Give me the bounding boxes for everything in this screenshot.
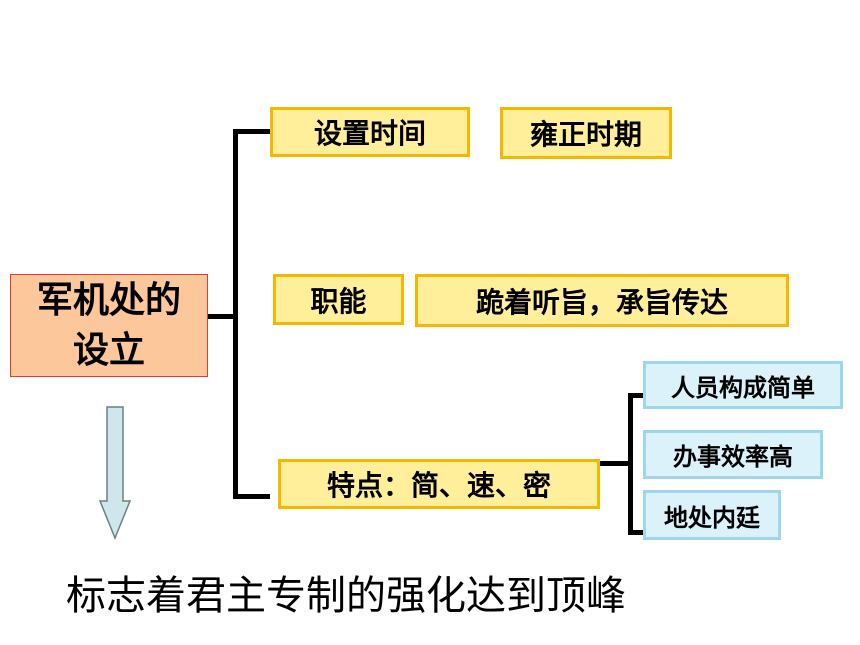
- features-connector: [600, 461, 630, 466]
- conclusion-text: 标志着君主专制的强化达到顶峰: [66, 573, 626, 619]
- time-value-box: 雍正时期: [500, 107, 672, 159]
- function-label: 职能: [310, 284, 367, 318]
- time-label: 设置时间: [313, 117, 426, 150]
- sub-bracket-arm-bottom: [628, 530, 644, 535]
- main-bracket-arm-top: [233, 129, 270, 134]
- function-label-box: 职能: [273, 274, 404, 325]
- root-node: 军机处的 设立: [10, 274, 208, 377]
- feature-item-3: 地处内廷: [643, 490, 781, 540]
- root-connector: [208, 314, 238, 319]
- root-label-line1: 军机处的: [36, 279, 181, 321]
- features-label-box: 特点：简、速、密: [278, 459, 600, 509]
- feature-item-1: 人员构成简单: [643, 361, 843, 409]
- main-bracket-vertical: [233, 129, 238, 499]
- feature-item-2-label: 办事效率高: [673, 443, 793, 471]
- down-arrow-icon: [98, 406, 132, 540]
- sub-bracket-arm-top: [628, 393, 644, 398]
- feature-item-2: 办事效率高: [643, 430, 823, 479]
- time-value: 雍正时期: [529, 118, 642, 151]
- main-bracket-arm-bottom: [233, 494, 270, 499]
- function-value-box: 跪着听旨，承旨传达: [415, 274, 789, 327]
- feature-item-1-label: 人员构成简单: [671, 373, 815, 402]
- time-label-box: 设置时间: [270, 107, 470, 157]
- features-label: 特点：简、速、密: [326, 469, 551, 502]
- function-value: 跪着听旨，承旨传达: [475, 285, 728, 319]
- feature-item-3-label: 地处内廷: [664, 503, 760, 532]
- root-label-line2: 设立: [72, 329, 145, 371]
- sub-bracket-vertical: [628, 393, 633, 535]
